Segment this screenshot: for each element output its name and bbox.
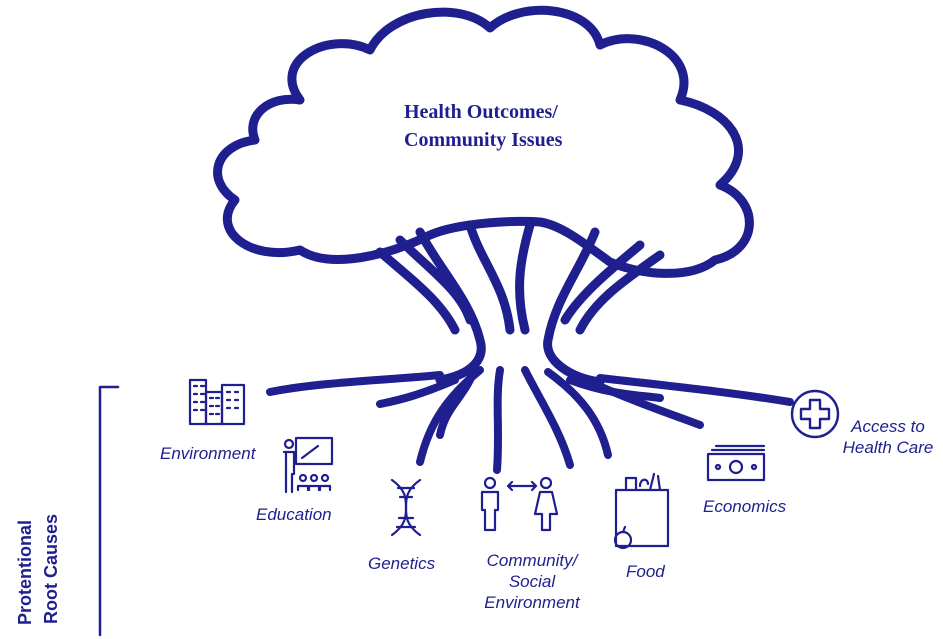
label-access-line-1: Access to (851, 417, 925, 436)
tree-trunk (375, 220, 665, 387)
people-icon (480, 476, 559, 532)
title-line-1: Health Outcomes/ (404, 101, 558, 123)
money-icon (706, 444, 766, 482)
dna-icon (390, 478, 422, 537)
buildings-icon (188, 378, 246, 426)
medical-cross-icon (790, 389, 840, 439)
tree-canopy (213, 5, 754, 278)
side-label-line-2: Root Causes (41, 513, 61, 624)
teacher-icon (282, 436, 334, 494)
label-education: Education (256, 505, 332, 524)
label-community: Community/ Social Environment (472, 550, 592, 613)
label-food: Food (626, 562, 665, 581)
title-line-2: Community Issues (404, 129, 563, 151)
label-community-line-3: Environment (484, 593, 580, 612)
side-label-line-1: Protentional (15, 519, 35, 625)
label-access: Access to Health Care (836, 416, 940, 458)
label-community-line-1: Community/ (486, 551, 578, 570)
side-bracket (98, 385, 120, 637)
label-community-line-2: Social (508, 572, 556, 591)
label-access-line-2: Health Care (842, 438, 934, 457)
label-environment: Environment (160, 444, 256, 463)
tree-roots (266, 366, 794, 474)
grocery-bag-icon (613, 472, 670, 550)
label-genetics: Genetics (368, 554, 436, 573)
label-economics: Economics (703, 497, 787, 516)
